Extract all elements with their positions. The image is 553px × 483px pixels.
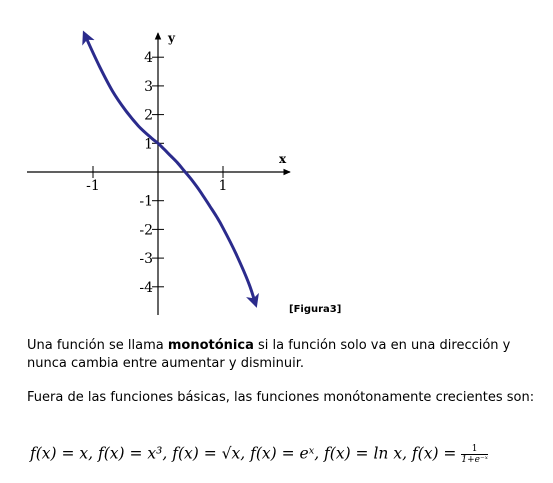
x-tick-label: 1	[219, 178, 228, 194]
x-axis-label: x	[279, 152, 287, 166]
increasing-functions-intro: Fuera de las funciones básicas, las func…	[27, 390, 535, 405]
definition-term: monotónica	[167, 338, 254, 353]
x-tick-label: -1	[86, 178, 100, 194]
definition-text-start: Una función se llama	[27, 338, 168, 353]
function-curve	[82, 30, 259, 308]
y-tick-label: -2	[139, 222, 153, 238]
y-tick-label: 2	[144, 108, 153, 124]
formula-text: f(x) = x, f(x) = x³, f(x) = √x, f(x) = e…	[30, 444, 462, 463]
y-tick-label: -1	[139, 194, 153, 210]
increasing-functions-formula: f(x) = x, f(x) = x³, f(x) = √x, f(x) = e…	[30, 444, 550, 465]
y-tick-label: -4	[139, 280, 153, 296]
y-tick-label: 4	[144, 50, 153, 66]
fraction-denominator: 1+e⁻ˣ	[461, 455, 488, 465]
y-tick-label: -3	[139, 251, 153, 267]
definition-paragraph: Una función se llama monotónica si la fu…	[27, 337, 547, 373]
y-axis-label: y	[167, 31, 176, 45]
definition-text-end: si la función solo va en una dirección y…	[27, 338, 511, 371]
y-tick-label: 3	[144, 79, 153, 95]
fraction-numerator: 1	[461, 444, 488, 455]
figure-caption: [Figura3]	[289, 304, 342, 315]
